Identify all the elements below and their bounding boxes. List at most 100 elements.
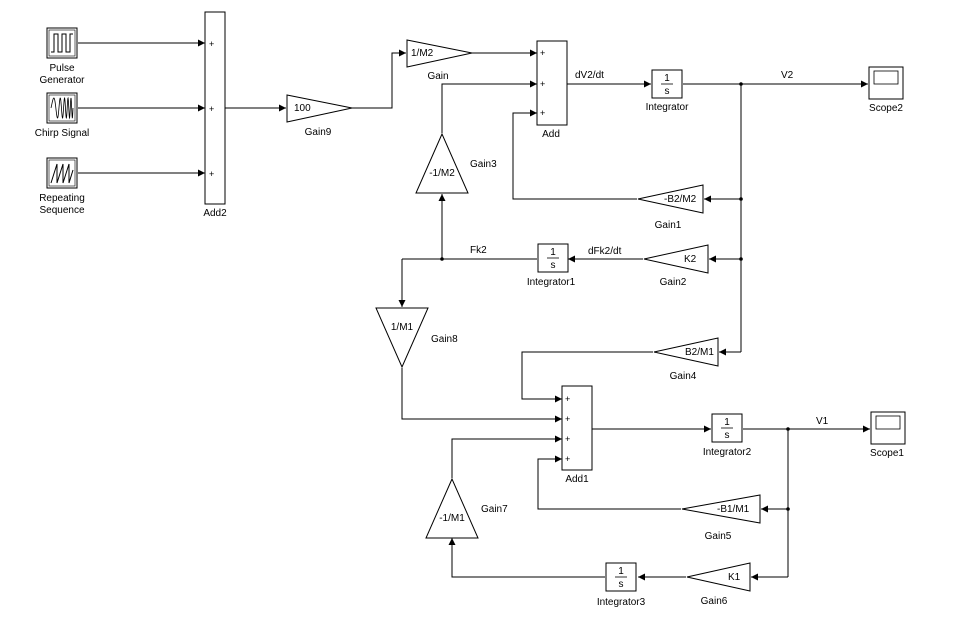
gain4-block[interactable]: B2/M1 bbox=[653, 337, 719, 367]
wire-gain1-add bbox=[512, 109, 637, 200]
integrator1-label: Integrator1 bbox=[527, 277, 576, 288]
integrator2-block[interactable]: 1 s bbox=[711, 413, 743, 443]
chirp-label: Chirp Signal bbox=[35, 128, 89, 139]
gain1-label: Gain1 bbox=[655, 220, 682, 231]
svg-text:Pulse: Pulse bbox=[49, 63, 74, 74]
gain2-value: K2 bbox=[684, 254, 697, 265]
chirp-signal-block[interactable] bbox=[46, 92, 78, 124]
gain4-label: Gain4 bbox=[670, 371, 697, 382]
add2-block[interactable]: + + + bbox=[204, 11, 226, 205]
integrator-block[interactable]: 1 s bbox=[651, 69, 683, 99]
repeat-label-line1: Repeating bbox=[39, 193, 85, 204]
scope2-label: Scope2 bbox=[869, 103, 903, 114]
pulse-label-line2: Generator bbox=[39, 75, 85, 86]
signal-lines bbox=[78, 39, 870, 581]
gain2-label: Gain2 bbox=[660, 277, 687, 288]
scope2-block[interactable] bbox=[868, 66, 904, 100]
wire-integrator3-gain7 bbox=[448, 538, 605, 578]
scope-screen-icon bbox=[875, 415, 901, 430]
repeat-label-line2: Sequence bbox=[39, 205, 84, 216]
pulse-generator-block[interactable]: Pulse bbox=[46, 27, 78, 74]
signal-label-v2[interactable]: V2 bbox=[781, 70, 794, 81]
gain3-value: -1/M2 bbox=[429, 168, 455, 179]
signal-label-fk2[interactable]: Fk2 bbox=[470, 245, 487, 256]
gain7-label: Gain7 bbox=[481, 504, 508, 515]
gain5-label: Gain5 bbox=[705, 531, 732, 542]
junction-dot bbox=[739, 257, 743, 261]
integrator3-num: 1 bbox=[618, 566, 624, 577]
gain4-value: B2/M1 bbox=[685, 347, 714, 358]
sawtooth-icon bbox=[50, 163, 74, 184]
gain8-block[interactable]: 1/M1 bbox=[375, 307, 429, 369]
signal-label-dfk2dt[interactable]: dFk2/dt bbox=[588, 246, 622, 257]
gain2-block[interactable]: K2 bbox=[643, 244, 709, 274]
port-sign: + bbox=[565, 414, 570, 424]
gain8-label: Gain8 bbox=[431, 334, 458, 345]
gain-value: 1/M2 bbox=[411, 48, 434, 59]
integrator3-den: s bbox=[619, 579, 624, 590]
gain7-block[interactable]: -1/M1 bbox=[425, 477, 479, 539]
gain1-value: -B2/M2 bbox=[664, 194, 697, 205]
integrator3-block[interactable]: 1 s bbox=[605, 562, 637, 592]
integrator3-label: Integrator3 bbox=[597, 597, 646, 608]
chirp-icon bbox=[50, 96, 74, 120]
integrator2-den: s bbox=[725, 430, 730, 441]
gain5-value: -B1/M1 bbox=[717, 504, 750, 515]
signal-labels: dV2/dt V2 Fk2 dFk2/dt V1 bbox=[470, 70, 829, 427]
integrator-num: 1 bbox=[664, 73, 670, 84]
gain3-block[interactable]: -1/M2 bbox=[415, 132, 469, 194]
port-sign: + bbox=[565, 394, 570, 404]
gain8-value: 1/M1 bbox=[391, 322, 414, 333]
add1-block[interactable]: + + + + bbox=[561, 385, 593, 471]
signal-label-v1[interactable]: V1 bbox=[816, 416, 829, 427]
wire-gain4-add1 bbox=[521, 351, 653, 403]
signal-label-dv2dt[interactable]: dV2/dt bbox=[575, 70, 604, 81]
gain9-label: Gain9 bbox=[305, 127, 332, 138]
repeating-sequence-block[interactable] bbox=[46, 157, 78, 189]
port-sign: + bbox=[209, 169, 214, 179]
junction-dot bbox=[786, 507, 790, 511]
add2-label: Add2 bbox=[203, 208, 227, 219]
wire-gain7-add1 bbox=[451, 435, 562, 478]
gain7-value: -1/M1 bbox=[439, 513, 465, 524]
gain6-value: K1 bbox=[728, 572, 741, 583]
add1-label: Add1 bbox=[565, 474, 589, 485]
gain5-block[interactable]: -B1/M1 bbox=[681, 494, 761, 524]
pulse-label-line1: Pulse bbox=[49, 63, 74, 74]
junction-dot bbox=[786, 427, 790, 431]
junction-dot bbox=[440, 257, 444, 261]
gain1-block[interactable]: -B2/M2 bbox=[637, 184, 704, 214]
gain9-block[interactable]: 100 bbox=[286, 94, 353, 123]
integrator1-num: 1 bbox=[550, 247, 556, 258]
integrator2-label: Integrator2 bbox=[703, 447, 752, 458]
add-block[interactable]: + + + bbox=[536, 40, 568, 126]
wire-gain8-add1 bbox=[401, 368, 562, 423]
gain6-block[interactable]: K1 bbox=[686, 562, 751, 592]
port-sign: + bbox=[565, 434, 570, 444]
wire-gain5-add1 bbox=[537, 455, 681, 510]
add-label: Add bbox=[542, 129, 560, 140]
scope1-label: Scope1 bbox=[870, 448, 904, 459]
port-sign: + bbox=[565, 454, 570, 464]
port-sign: + bbox=[209, 39, 214, 49]
gain3-label: Gain3 bbox=[470, 159, 497, 170]
wire-gain3-add bbox=[441, 80, 537, 133]
gain6-label: Gain6 bbox=[701, 596, 728, 607]
scope-screen-icon bbox=[873, 70, 899, 85]
gain9-value: 100 bbox=[294, 103, 311, 114]
port-sign: + bbox=[540, 79, 545, 89]
gain-label: Gain bbox=[427, 71, 448, 82]
port-sign: + bbox=[540, 108, 545, 118]
junction-dot bbox=[739, 197, 743, 201]
gain-block[interactable]: 1/M2 bbox=[406, 39, 473, 68]
pulse-icon bbox=[51, 33, 73, 53]
port-sign: + bbox=[540, 48, 545, 58]
scope1-block[interactable] bbox=[870, 411, 906, 445]
integrator1-block[interactable]: 1 s bbox=[537, 243, 569, 273]
integrator1-den: s bbox=[551, 260, 556, 271]
port-sign: + bbox=[209, 104, 214, 114]
integrator2-num: 1 bbox=[724, 417, 730, 428]
junction-dot bbox=[739, 82, 743, 86]
wire-gain9-gain bbox=[352, 49, 406, 109]
